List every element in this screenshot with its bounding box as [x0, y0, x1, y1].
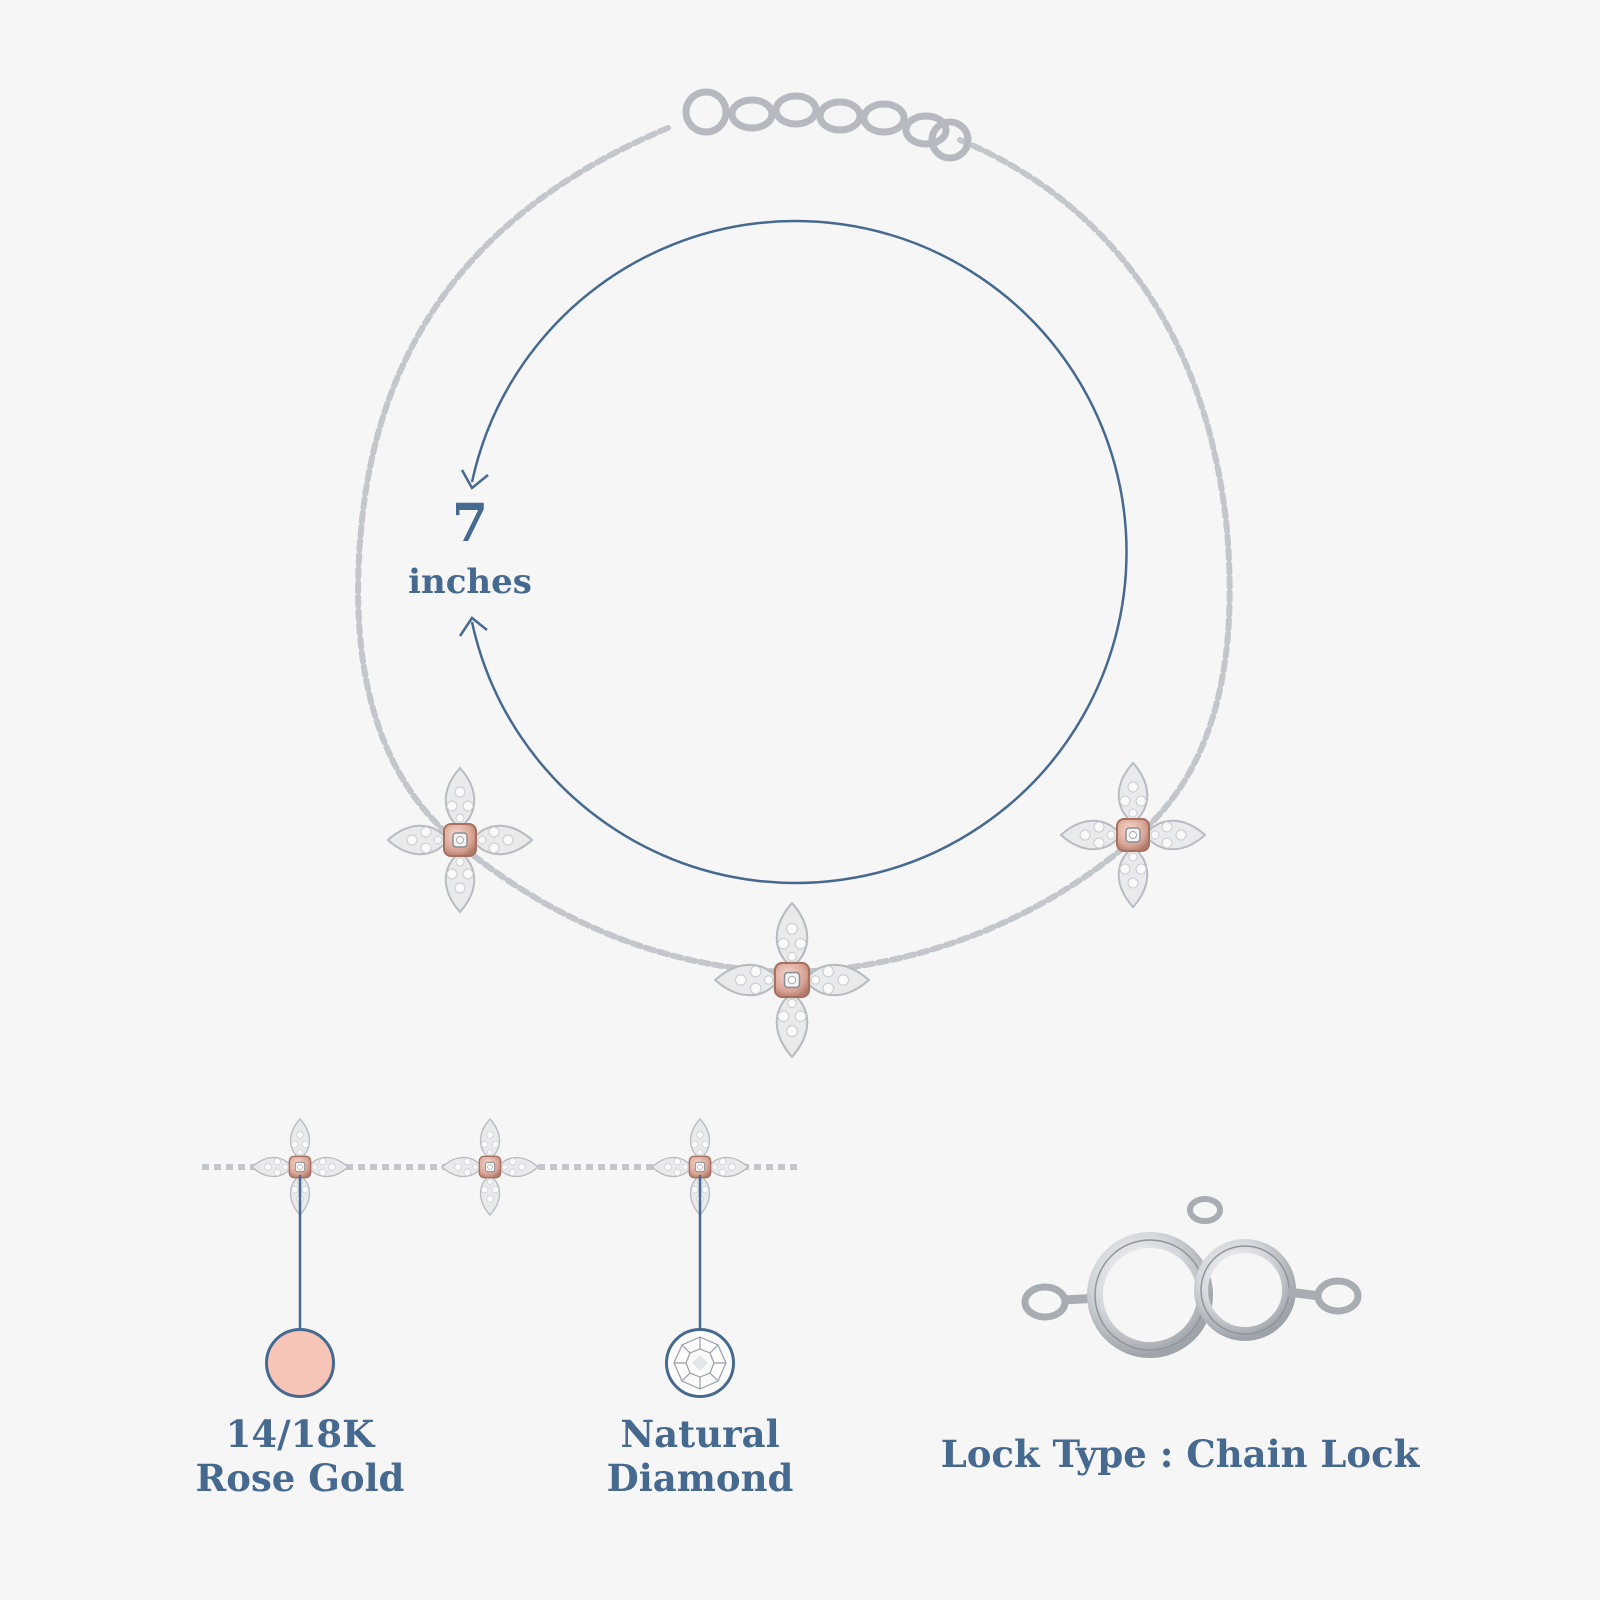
bracelet-flower-center: [714, 902, 870, 1058]
diamond-swatch-icon: [665, 1328, 735, 1398]
stone-label: Natural Diamond: [560, 1412, 840, 1501]
lock-type-label: Lock Type : Chain Lock: [940, 1432, 1420, 1476]
bracelet-size-value: 7: [451, 493, 489, 554]
stone-label-line2: Diamond: [606, 1456, 794, 1501]
size-arrow-icon: [458, 219, 1128, 885]
rose-gold-swatch-icon: [265, 1328, 335, 1398]
metal-label-line1: 14/18K: [225, 1412, 375, 1456]
stone-label-line1: Natural: [620, 1412, 780, 1456]
bracelet-clasp: [682, 88, 972, 162]
bracelet-size-unit: inches: [408, 562, 532, 602]
metal-label: 14/18K Rose Gold: [160, 1412, 440, 1501]
flat-bracelet-strip: [202, 1118, 800, 1216]
metal-label-line2: Rose Gold: [195, 1456, 405, 1501]
chain-lock-icon: [1021, 1196, 1362, 1358]
